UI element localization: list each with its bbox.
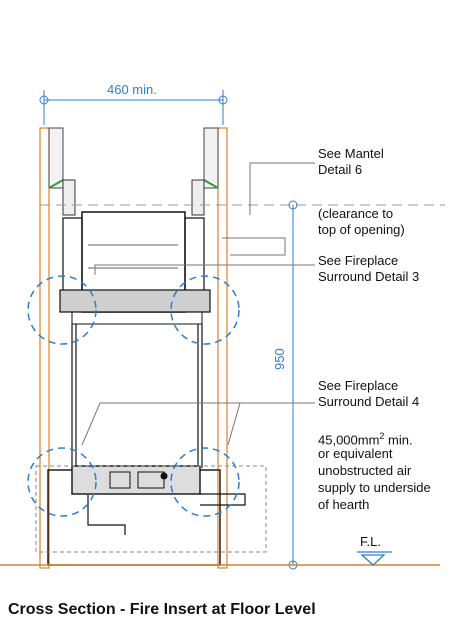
air-supply-min: min. xyxy=(384,432,413,448)
floor-level-marker xyxy=(360,554,386,566)
mantel-callout-line2: Detail 6 xyxy=(318,162,363,177)
leader-lines xyxy=(81,162,315,446)
hearth-outline xyxy=(35,465,267,553)
clearance-note-line2: top of opening) xyxy=(318,222,405,237)
fire-insert-body xyxy=(59,211,211,325)
surround3-callout-line1: See Fireplace xyxy=(318,253,399,268)
left-wall-framing xyxy=(39,127,76,569)
air-supply-note-line4: supply to underside xyxy=(318,480,431,495)
air-supply-note-line3: unobstructed air xyxy=(318,463,412,478)
width-dimension xyxy=(39,90,228,125)
hearth-assembly xyxy=(47,465,246,566)
air-supply-value: 45,000mm xyxy=(318,432,380,448)
air-supply-note-line1: 45,000mm2 min. xyxy=(318,428,413,448)
surround4-callout-line1: See Fireplace xyxy=(318,378,399,393)
support-frame xyxy=(71,324,203,468)
air-supply-superscript: 2 xyxy=(379,431,385,441)
surround3-callout-line2: Surround Detail 3 xyxy=(318,269,420,284)
detail-circles xyxy=(27,275,240,517)
floor-level-label: F.L. xyxy=(360,534,381,549)
air-supply-note-line5: of hearth xyxy=(318,497,370,512)
surround4-callout-line2: Surround Detail 4 xyxy=(318,394,420,409)
mantel-callout-line1: See Mantel xyxy=(318,146,384,161)
width-dimension-label: 460 min. xyxy=(107,82,157,97)
height-dimension xyxy=(288,200,298,570)
air-supply-note-line2: or equivalent xyxy=(318,446,393,461)
height-dimension-label: 950 xyxy=(272,348,287,370)
diagram-title: Cross Section - Fire Insert at Floor Lev… xyxy=(8,601,316,618)
clearance-note-line1: (clearance to xyxy=(318,206,394,221)
right-wall-framing xyxy=(191,127,228,569)
